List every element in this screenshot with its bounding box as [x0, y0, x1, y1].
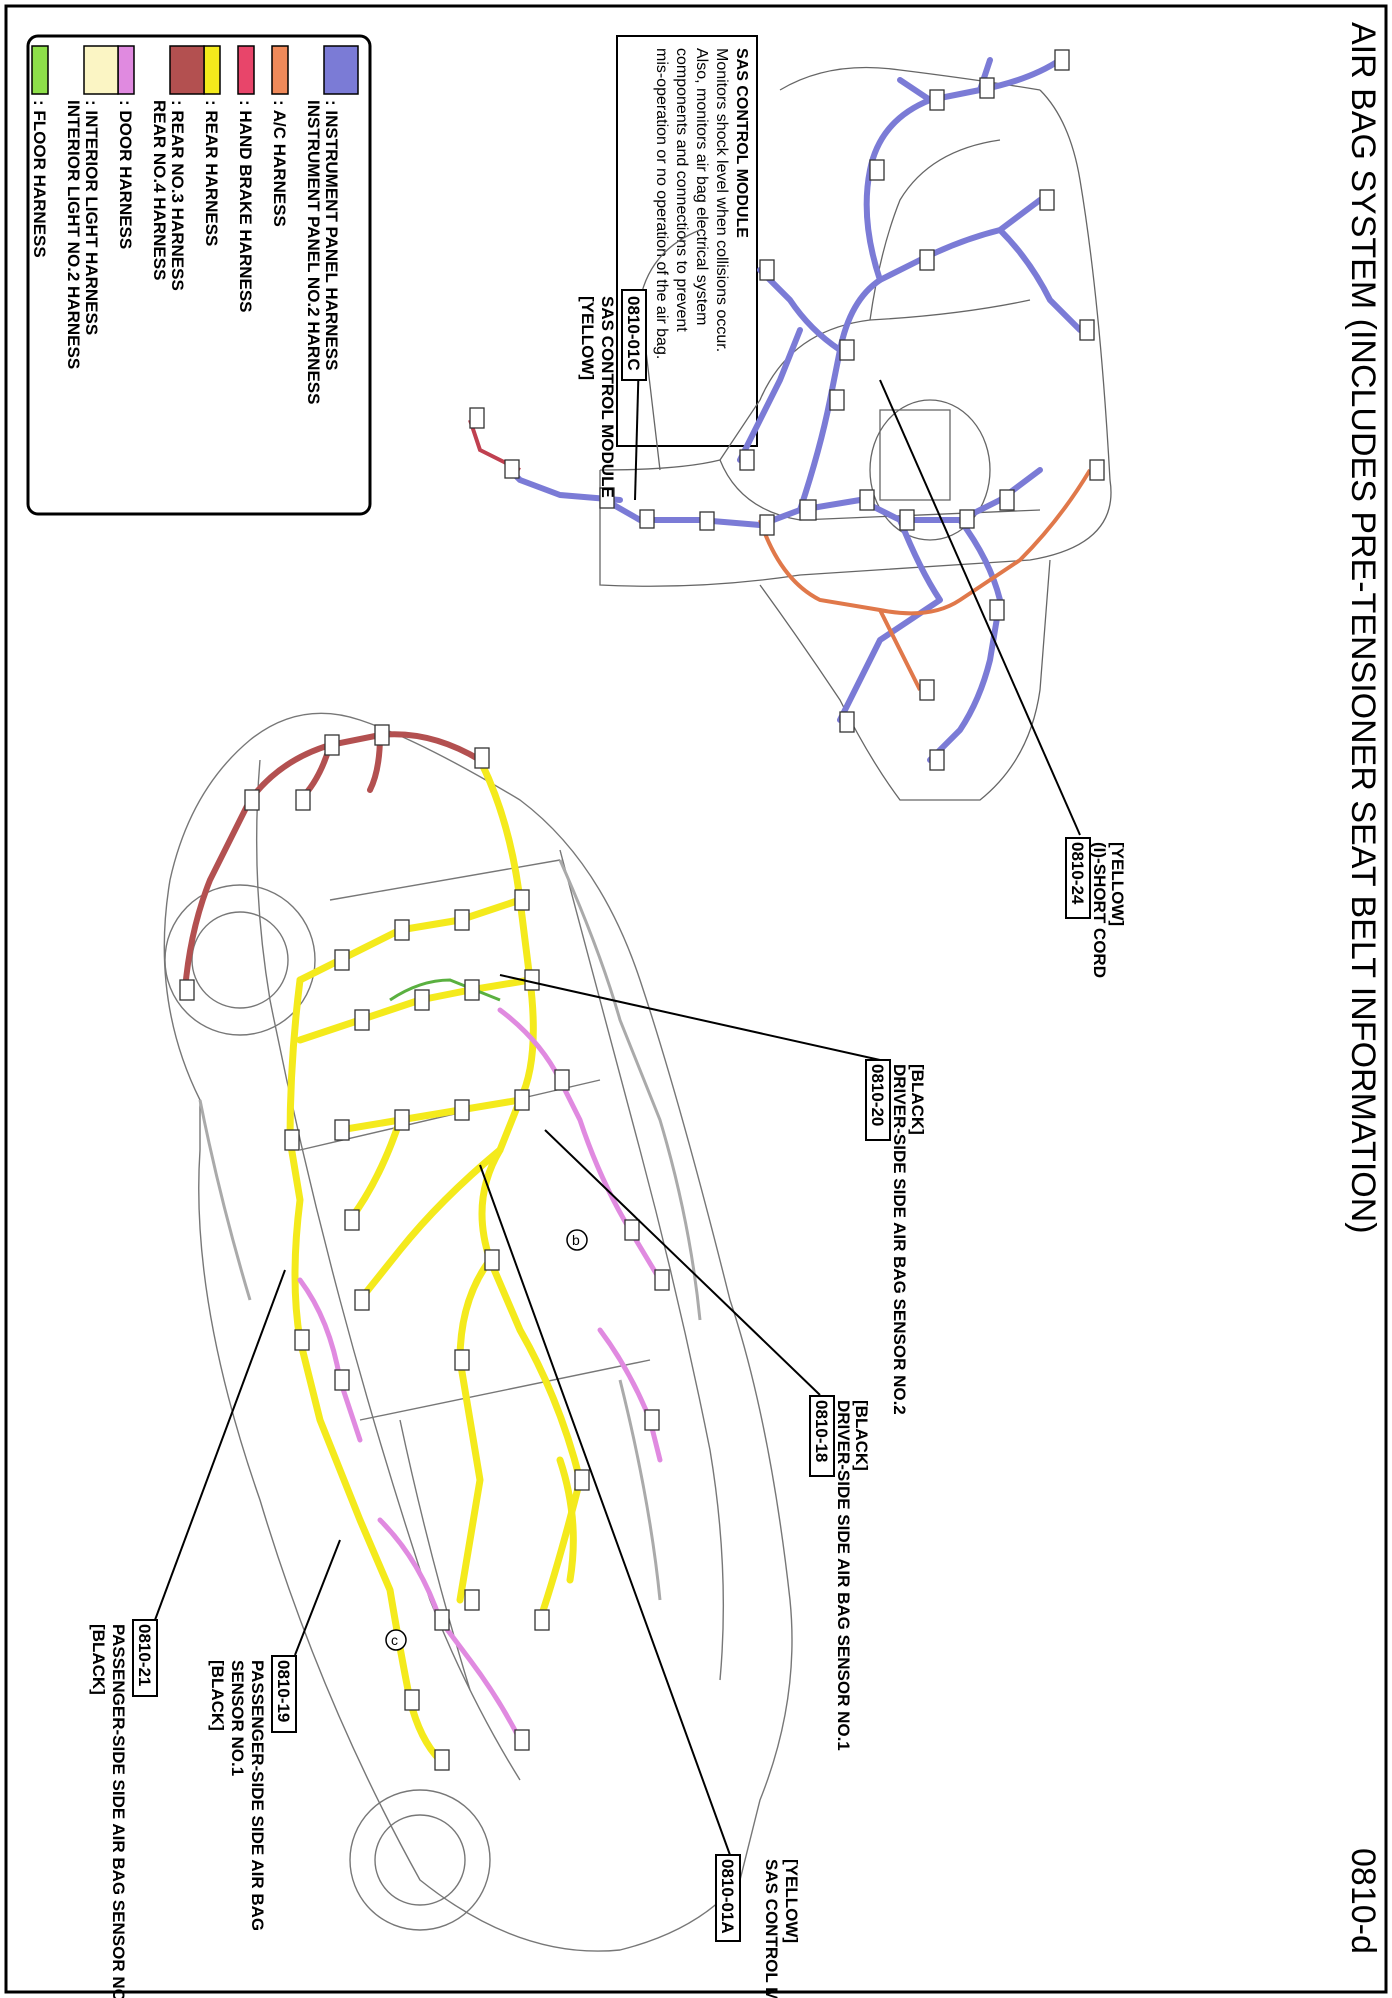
legend: : INSTRUMENT PANEL HARNESS INSTRUMENT PA…	[26, 34, 372, 516]
legend-swatch-4	[169, 45, 205, 95]
legend-label-6-0: : INTERIOR LIGHT HARNESS	[82, 100, 101, 335]
callout-0810-19-line-2: SENSOR NO.1	[228, 1660, 247, 1776]
callout-0810-19-code: 0810-19	[274, 1660, 293, 1722]
callout-0810-18-line-2: DRIVER-SIDE SIDE AIR BAG SENSOR NO.1	[834, 1400, 853, 1751]
callout-0810-01a-code: 0810-01A	[718, 1859, 737, 1934]
callout-0810-01a-line-2: SAS CONTROL MODULE	[762, 1859, 781, 1998]
marker-b: b	[566, 1229, 588, 1251]
legend-swatch-7	[31, 45, 49, 95]
callout-0810-01c-line-1: SAS CONTROL MODULE	[598, 296, 617, 498]
callout-0810-18-line-1: [BLACK]	[852, 1400, 871, 1471]
sas-note-line-1: Monitors shock level when collisions occ…	[713, 48, 730, 352]
legend-label-6-1: INTERIOR LIGHT NO.2 HARNESS	[64, 100, 83, 369]
legend-label-0-1: INSTRUMENT PANEL NO.2 HARNESS	[304, 100, 323, 404]
legend-swatch-0	[323, 45, 359, 95]
dashboard-harness-ac	[758, 468, 1092, 691]
sas-note-title: SAS CONTROL MODULE	[733, 48, 750, 238]
car-harness-interior-light	[198, 859, 702, 1601]
car-connectors	[179, 724, 670, 1771]
callout-0810-20-line-2: DRIVER-SIDE SIDE AIR BAG SENSOR NO.2	[890, 1064, 909, 1415]
callout-0810-24-code: 0810-24	[1068, 842, 1087, 905]
sas-note-line-3: components and connections to prevent	[673, 48, 690, 332]
callout-0810-20-line-1: [BLACK]	[908, 1064, 927, 1135]
car-harness-floor	[389, 978, 501, 1002]
callout-0810-24-line-1: [YELLOW]	[1108, 842, 1127, 926]
sas-note-line-2: Also, monitors air bag electrical system	[693, 48, 710, 325]
callout-0810-24-line-2: (I)-SHORT CORD	[1090, 842, 1109, 978]
callout-0810-19-line-3: [BLACK]	[208, 1660, 227, 1731]
sas-note-line-4: mis-operation or no operation of the air…	[653, 48, 670, 359]
page-title: AIR BAG SYSTEM (INCLUDES PRE-TENSIONER S…	[1344, 22, 1382, 1234]
dashboard-harness-instrument-panel	[507, 57, 1083, 763]
legend-label-1-0: : A/C HARNESS	[270, 100, 289, 227]
legend-label-7-0: : FLOOR HARNESS	[30, 100, 49, 258]
callout-0810-21-line-2: [BLACK]	[89, 1624, 108, 1695]
legend-swatch-5	[117, 45, 135, 95]
legend-label-4-1: REAR NO.4 HARNESS	[150, 100, 169, 280]
legend-swatch-3	[203, 45, 221, 95]
sas-note-box: SAS CONTROL MODULE Monitors shock level …	[616, 35, 758, 447]
marker-b-label: b	[572, 1232, 580, 1248]
callout-0810-21-code: 0810-21	[135, 1624, 154, 1686]
callout-0810-01c: 0810-01C SAS CONTROL MODULE [YELLOW]	[578, 289, 647, 498]
callout-0810-19: 0810-19 PASSENGER-SIDE SIDE AIR BAG SENS…	[208, 1655, 297, 1931]
callout-0810-19-line-1: PASSENGER-SIDE SIDE AIR BAG	[248, 1660, 267, 1931]
legend-label-4-0: : REAR NO.3 HARNESS	[168, 100, 187, 291]
callout-0810-21: 0810-21 PASSENGER-SIDE SIDE AIR BAG SENS…	[89, 1619, 158, 1998]
page-code: 0810-d	[1344, 1848, 1382, 1954]
marker-c-label: c	[391, 1632, 398, 1648]
legend-label-0-0: : INSTRUMENT PANEL HARNESS	[322, 100, 341, 370]
callout-0810-21-line-1: PASSENGER-SIDE SIDE AIR BAG SENSOR NO.2	[109, 1624, 128, 1998]
legend-swatch-1	[271, 45, 289, 95]
callout-0810-18-code: 0810-18	[812, 1400, 831, 1462]
callout-0810-01a: 0810-01A [YELLOW] SAS CONTROL MODULE	[715, 1854, 801, 1998]
leader-lines	[154, 317, 1081, 1856]
legend-swatch-2	[237, 45, 255, 95]
callout-0810-01c-code: 0810-01C	[624, 296, 643, 371]
callout-0810-24: 0810-24 [YELLOW] (I)-SHORT CORD	[1065, 837, 1127, 978]
legend-label-2-0: : HAND BRAKE HARNESS	[236, 100, 255, 313]
marker-c: c	[385, 1629, 407, 1651]
callout-0810-20-code: 0810-20	[868, 1064, 887, 1126]
legend-label-3-0: : REAR HARNESS	[202, 100, 221, 246]
legend-swatch-6	[83, 45, 119, 95]
callout-0810-18: 0810-18 [BLACK] DRIVER-SIDE SIDE AIR BAG…	[809, 1395, 871, 1751]
callout-0810-20: 0810-20 [BLACK] DRIVER-SIDE SIDE AIR BAG…	[865, 1059, 927, 1415]
dashboard-connectors	[469, 49, 1105, 771]
callout-0810-01a-line-1: [YELLOW]	[782, 1859, 801, 1943]
legend-label-5-0: : DOOR HARNESS	[116, 100, 135, 249]
callout-0810-01c-line-2: [YELLOW]	[578, 296, 597, 380]
